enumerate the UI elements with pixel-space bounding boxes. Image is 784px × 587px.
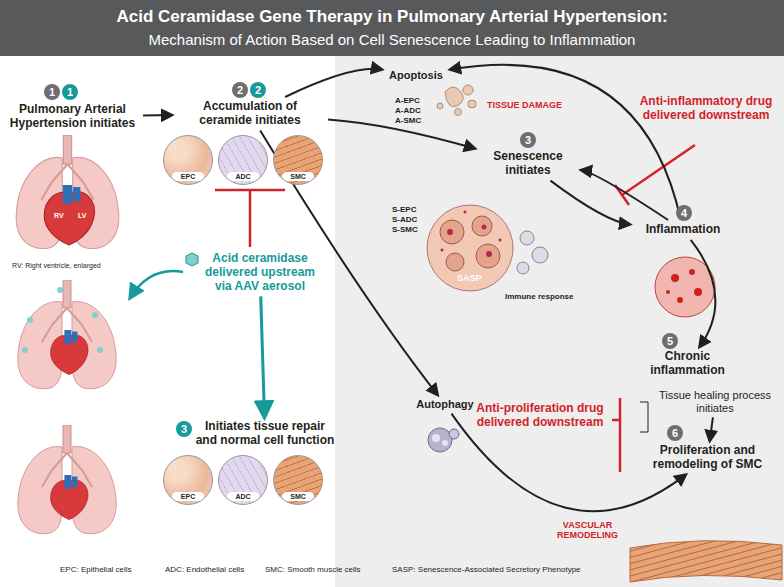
cell-label: A-EPC (395, 96, 420, 106)
subtitle: Mechanism of Action Based on Cell Senesc… (0, 31, 784, 49)
note: Immune response (505, 292, 573, 302)
process-box: Apoptosis (385, 69, 447, 82)
node-text: EPC (172, 172, 204, 181)
node-text: Proliferation and remodeling of SMC (650, 444, 765, 472)
node-text: Senescence initiates (478, 150, 578, 178)
node-text: Acid ceramidase delivered upstream via A… (200, 252, 320, 293)
abbreviation: SASP: Senescence-Associated Secretory Ph… (392, 566, 581, 574)
cell-circle: ADC (218, 135, 268, 185)
node-text: Accumulation of ceramide initiates (175, 100, 325, 128)
node-text: Anti-proliferation drug delivered downst… (470, 402, 610, 430)
node-text: ADC (227, 492, 259, 501)
node-text: Apoptosis (385, 69, 447, 82)
arrow-connector (261, 296, 265, 417)
outcome-box: Initiates tissue repair and normal cell … (195, 420, 335, 448)
node-text: ADC (227, 172, 259, 181)
node-text: SMC (282, 172, 314, 181)
abbreviation: EPC: Epithelial cells (60, 566, 132, 574)
therapy-box: Acid ceramidase delivered upstream via A… (200, 252, 320, 293)
node-text: Initiates tissue repair and normal cell … (195, 420, 335, 448)
process-box: Proliferation and remodeling of SMC (650, 444, 765, 472)
process-box: Inflammation (633, 223, 733, 237)
cell-label: S-SMC (392, 225, 418, 235)
node-text: Chronic inflammation (640, 350, 735, 378)
heart-label: LV (78, 212, 86, 219)
node-text: EPC (172, 492, 204, 501)
node-text: Inflammation (633, 223, 733, 237)
callout-number: 5 (662, 333, 678, 349)
cell-label: S-EPC (392, 205, 416, 215)
sasp-label: SASP (457, 274, 482, 283)
callout-number: 3 (176, 421, 192, 437)
process-box: Chronic inflammation (640, 350, 735, 378)
drug-box: Anti-proliferation drug delivered downst… (470, 402, 610, 430)
callout-number: 2 (250, 82, 266, 98)
process-box: Autophagy (405, 398, 485, 411)
cell-circle: SMC (273, 135, 323, 185)
callout-number: 1 (44, 84, 60, 100)
start-box: Pulmonary Arterial Hypertension initiate… (5, 103, 140, 131)
heart-label: RV (54, 212, 64, 219)
caption-note: RV: Right ventricle, enlarged (12, 262, 101, 270)
warning-label: TISSUE DAMAGE (482, 100, 567, 110)
abbreviation: SMC: Smooth muscle cells (265, 566, 361, 574)
callout-number: 1 (62, 84, 78, 100)
arrow-connector (581, 170, 668, 220)
callout-number: 6 (667, 425, 683, 441)
node-text: Autophagy (405, 398, 485, 411)
callout-number: 3 (520, 132, 536, 148)
cell-label: A-ADC (395, 106, 421, 116)
node-text: Tissue healing process initiates (655, 389, 775, 414)
arrow-connector (143, 114, 172, 116)
callout-number: 2 (232, 82, 248, 98)
title: Acid Ceramidase Gene Therapy in Pulmonar… (0, 7, 784, 27)
cell-circle: EPC (163, 135, 213, 185)
cell-circle: ADC (218, 455, 268, 505)
arrow-connector (710, 417, 713, 441)
cell-circle: EPC (163, 455, 213, 505)
cell-circle: SMC (273, 455, 323, 505)
node-text: Pulmonary Arterial Hypertension initiate… (5, 103, 140, 131)
process-box: Tissue healing process initiates (655, 389, 775, 414)
drug-box: Anti-inflammatory drug delivered downstr… (636, 95, 776, 123)
warning-label: VASCULAR REMODELING (545, 520, 630, 541)
arrow-connector (285, 69, 382, 97)
arrow-connector (450, 65, 681, 220)
cell-label: S-ADC (392, 215, 417, 225)
cell-label: A-SMC (395, 116, 421, 126)
process-box: Accumulation of ceramide initiates (175, 100, 325, 128)
process-box: Senescence initiates (478, 150, 578, 178)
arrow-connector (691, 240, 716, 347)
callout-number: 4 (676, 205, 692, 221)
abbreviation: ADC: Endothelial cells (165, 566, 244, 574)
node-text: Anti-inflammatory drug delivered downstr… (636, 95, 776, 123)
node-text: SMC (282, 492, 314, 501)
